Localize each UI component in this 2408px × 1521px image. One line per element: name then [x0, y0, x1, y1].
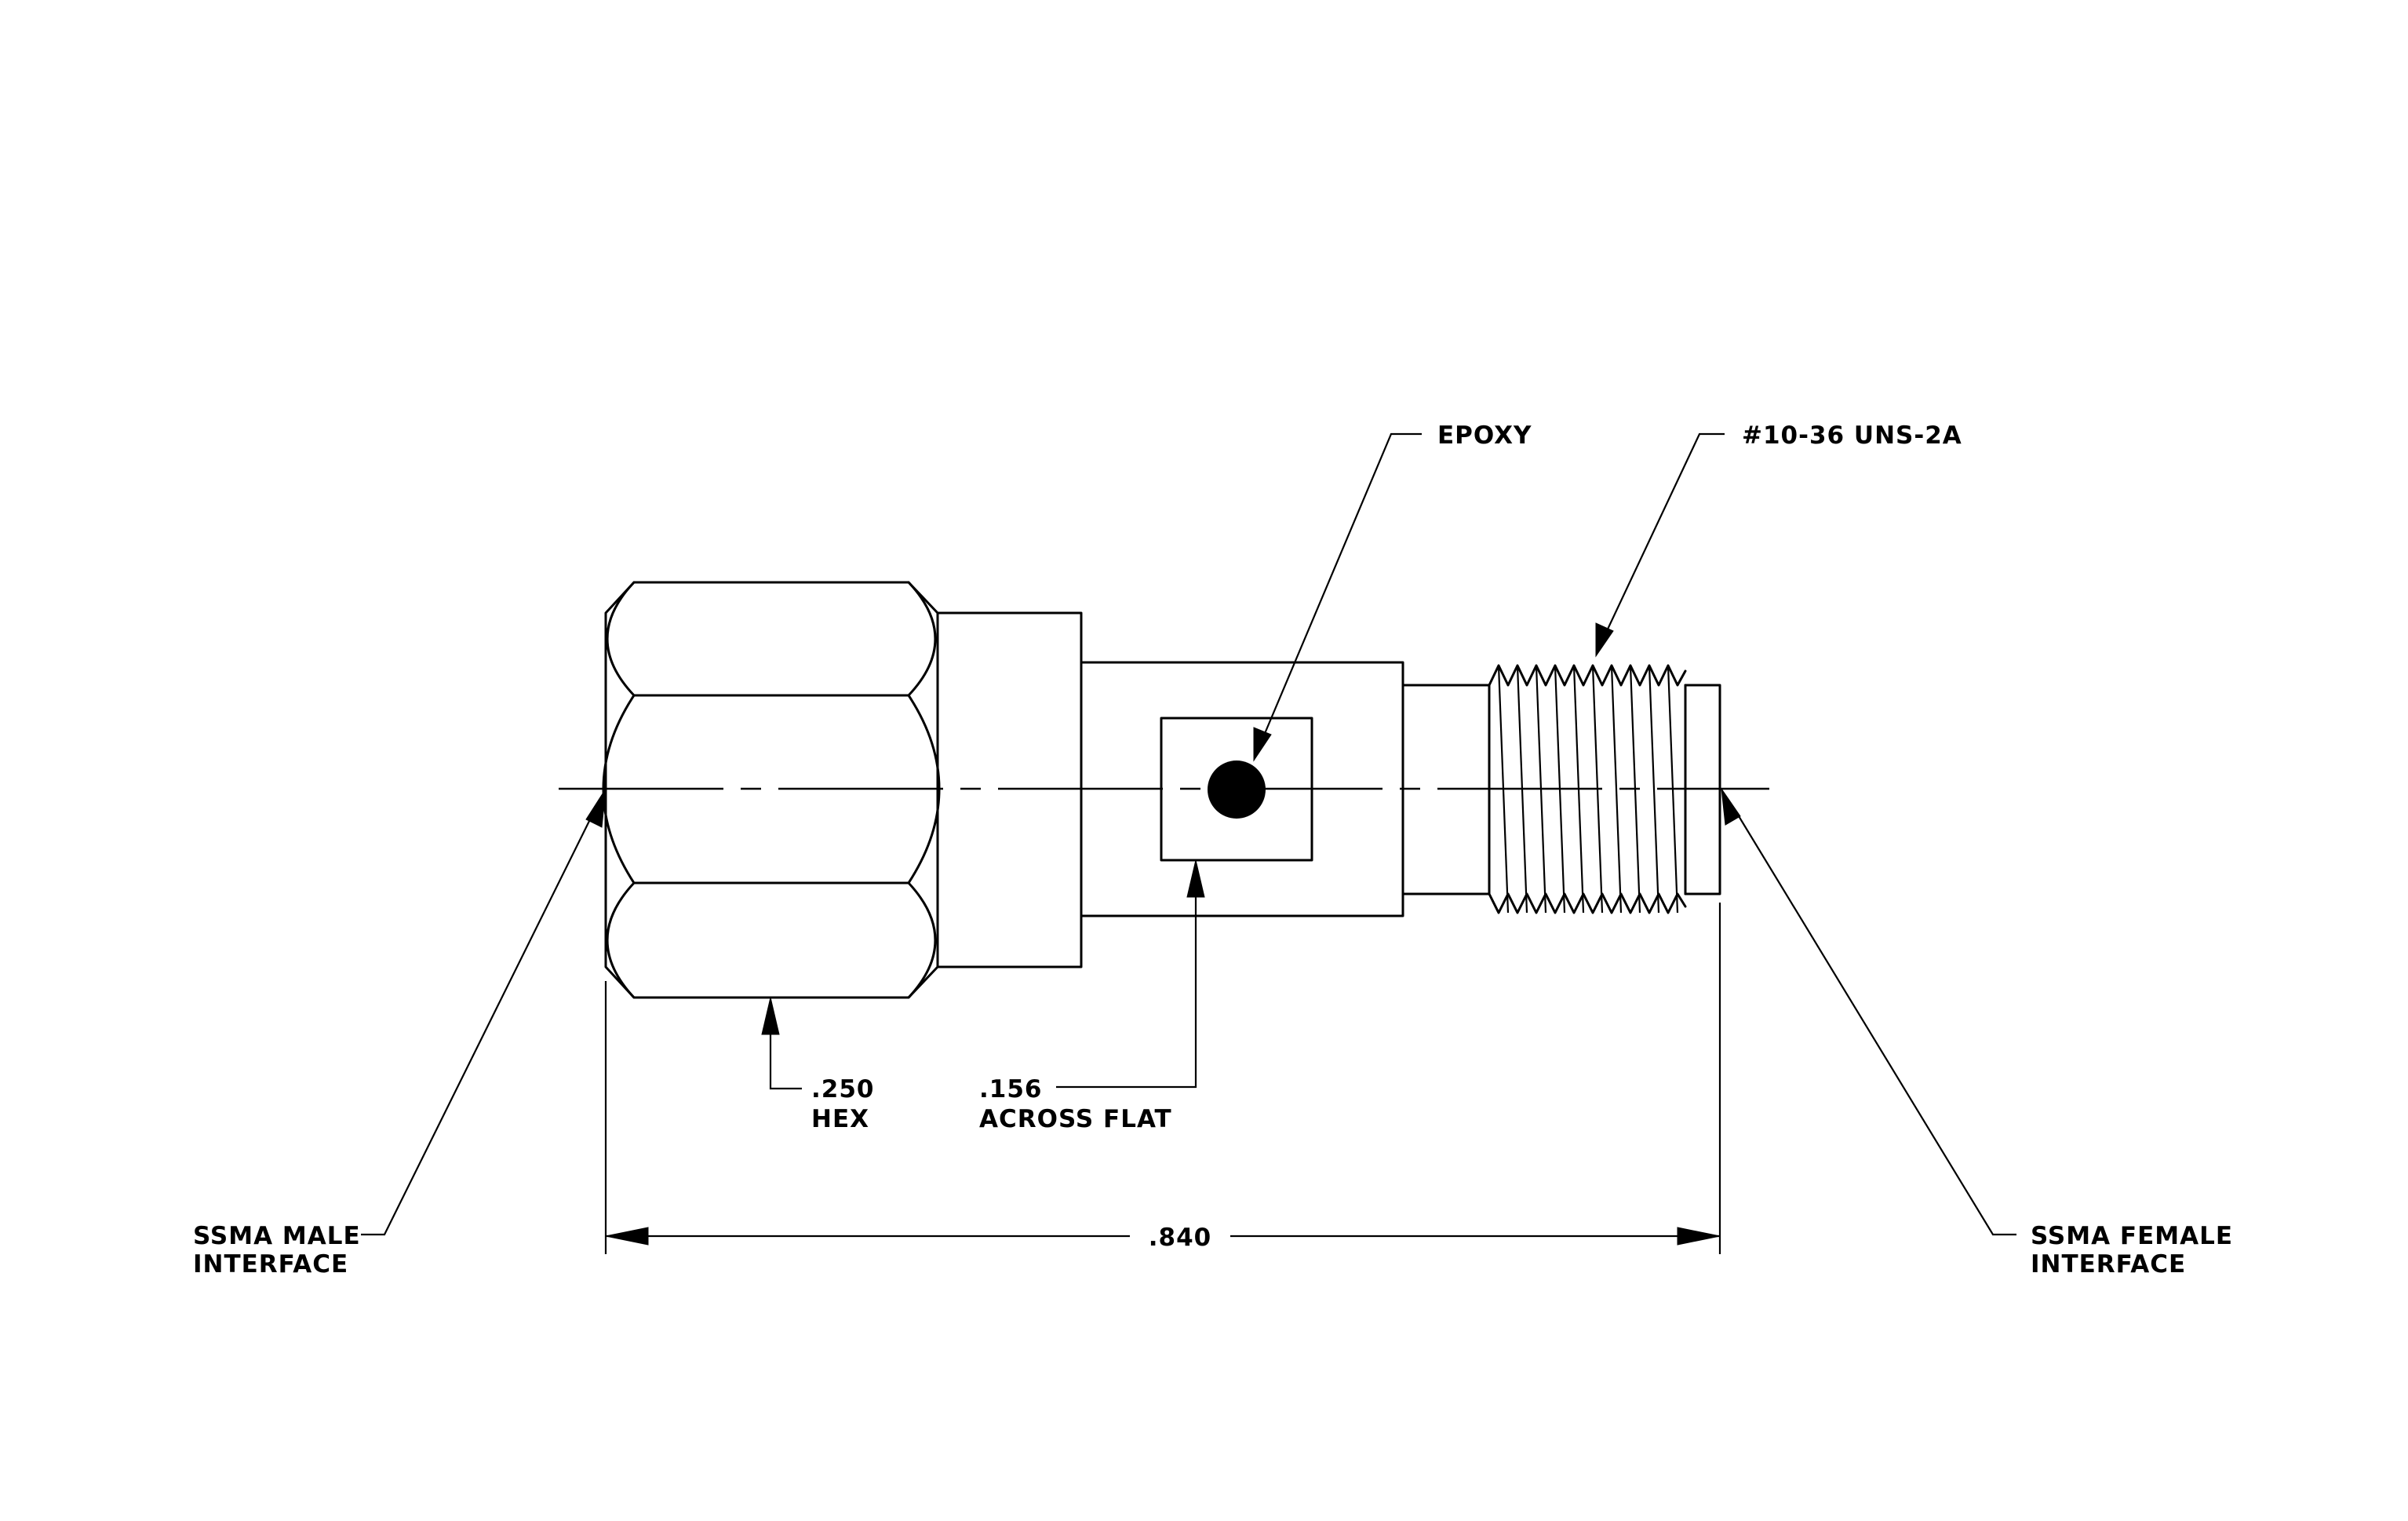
- female-label-line2: INTERFACE: [2031, 1250, 2186, 1278]
- epoxy-dot: [1208, 760, 1266, 819]
- male-label-line2: INTERFACE: [193, 1250, 348, 1278]
- flat-leader: [1056, 859, 1205, 1089]
- overall-length-dimension: [605, 1227, 1721, 1246]
- thread-section: [1488, 664, 1687, 914]
- epoxy-label: EPOXY: [1437, 421, 1532, 450]
- flat-label-line1: .156: [979, 1075, 1043, 1103]
- male-label-line1: SSMA MALE: [193, 1222, 361, 1250]
- hex-label-line2: HEX: [811, 1105, 869, 1133]
- hex-label-line1: .250: [811, 1075, 875, 1103]
- flat-window: [1160, 717, 1313, 862]
- female-tip: [1684, 684, 1721, 895]
- male-interface-leader: [361, 788, 607, 1236]
- flat-label-line2: ACROSS FLAT: [979, 1105, 1172, 1133]
- collar: [936, 611, 1083, 968]
- female-interface-leader: [1721, 788, 2016, 1236]
- epoxy-leader: [1253, 432, 1422, 762]
- hex-nut: [602, 581, 941, 999]
- overall-length-label: .840: [1149, 1224, 1212, 1252]
- thread-label: #10-36 UNS-2A: [1742, 421, 1962, 450]
- female-label-line1: SSMA FEMALE: [2031, 1222, 2233, 1250]
- thread-leader: [1595, 432, 1725, 658]
- hex-leader: [761, 997, 802, 1090]
